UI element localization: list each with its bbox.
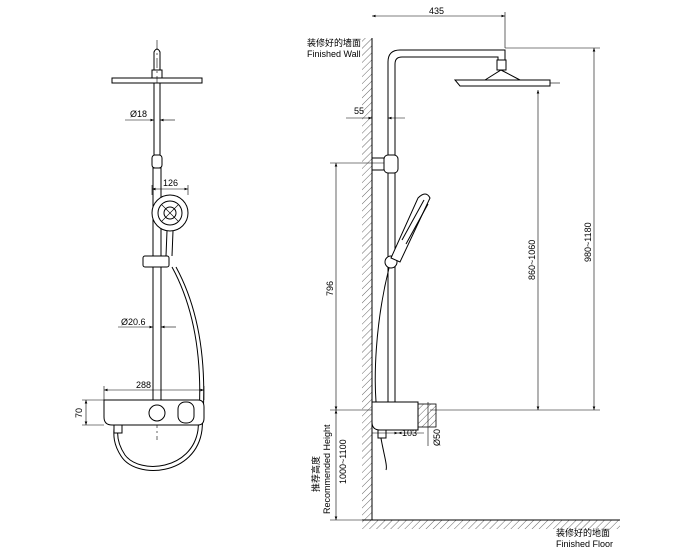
dim-arm-height: 860~1060	[527, 240, 537, 280]
dim-holder-height: 796	[325, 281, 335, 296]
front-handle	[165, 230, 174, 257]
front-slide-holder	[142, 255, 170, 268]
side-joint	[383, 154, 399, 174]
dim-head-height: 980~1180	[583, 222, 593, 262]
front-hose	[117, 266, 201, 467]
side-thermostat	[371, 401, 419, 431]
dim-recommended-height: 1000~1100	[338, 439, 348, 484]
front-joint	[151, 154, 163, 169]
front-outlet	[113, 424, 123, 434]
side-riser-inner	[394, 56, 499, 410]
dim-riser-dia-top: Ø18	[130, 109, 147, 119]
finished-floor-cn: 装修好的地面	[556, 527, 610, 538]
side-head-connector	[496, 59, 507, 71]
side-shower-head	[453, 79, 551, 87]
front-temp-knob	[148, 404, 166, 422]
dim-thermostat-height: 70	[74, 408, 84, 418]
dim-wall-offset: 55	[354, 106, 364, 116]
side-hose	[374, 267, 390, 471]
side-hand-shower	[390, 193, 431, 263]
finished-wall-en: Finished Wall	[307, 49, 361, 59]
side-knob	[417, 403, 437, 428]
front-flow-knob	[177, 401, 195, 424]
side-wall-bracket	[371, 157, 385, 171]
dim-handshower-width: 126	[163, 178, 178, 188]
rec-height-cn: 推荐高度	[310, 456, 321, 492]
front-view: Ø18 126 Ø20.6 288 70	[74, 40, 205, 471]
side-view: 435 55 796 860~1060 980~1180 103 Ø50 推荐高…	[307, 6, 620, 549]
dim-thermostat-width: 288	[136, 380, 151, 390]
dim-base-depth: 103	[402, 428, 417, 438]
side-riser-outer	[387, 49, 506, 410]
front-upper-riser	[153, 82, 161, 156]
dim-riser-dia-lower: Ø20.6	[121, 317, 146, 327]
finished-floor-en: Finished Floor	[556, 539, 613, 549]
floor-hatch	[362, 520, 620, 529]
finished-wall-cn: 装修好的墙面	[307, 37, 361, 48]
rec-height-en: Recommended Height	[322, 424, 332, 514]
dim-base-dia: Ø50	[432, 429, 442, 446]
side-outlet	[377, 429, 387, 439]
wall-hatch	[362, 38, 372, 520]
dim-top-width: 435	[429, 6, 444, 16]
